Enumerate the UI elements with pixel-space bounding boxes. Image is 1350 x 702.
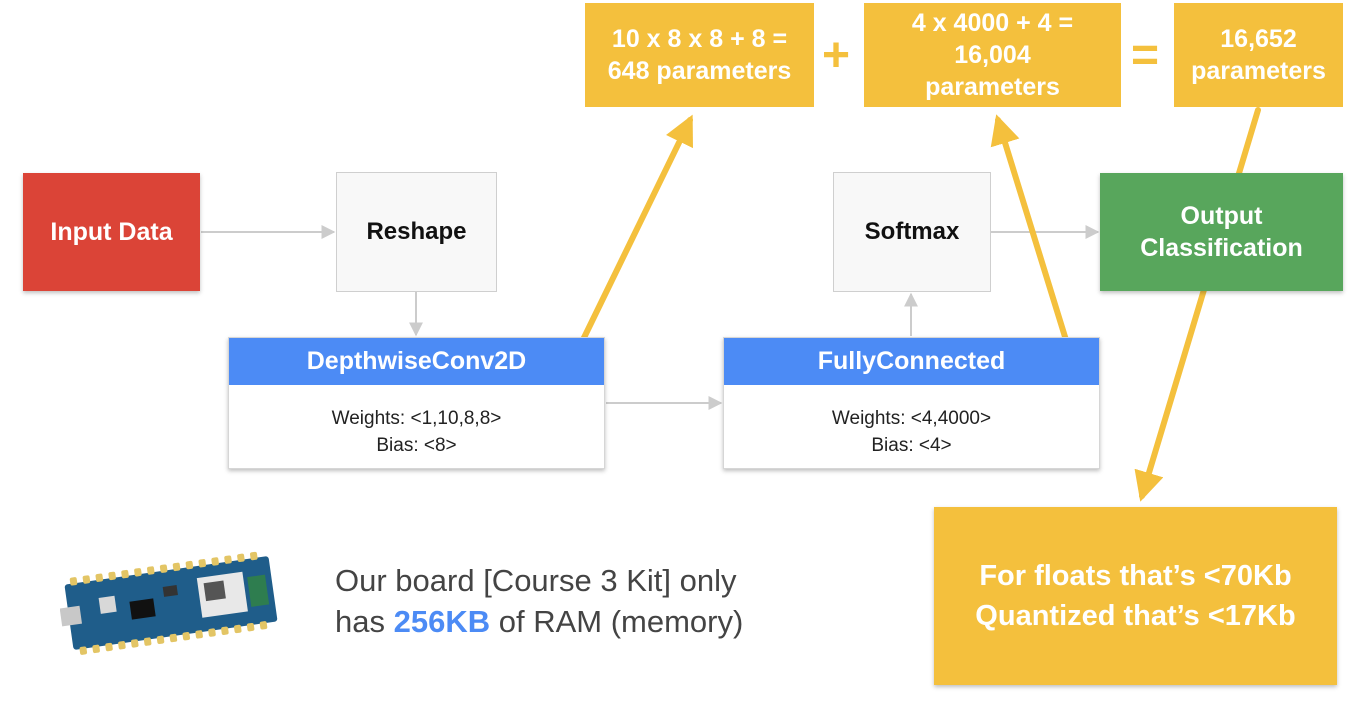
plus-sign: + bbox=[822, 29, 851, 82]
conv-params-line2: 648 parameters bbox=[607, 57, 792, 85]
fully-layer-title: FullyConnected bbox=[724, 338, 1099, 385]
total-params-line1: 16,652 bbox=[1220, 25, 1297, 53]
ram-note-rest: of RAM (memory) bbox=[490, 604, 744, 639]
fc-params-line3: parameters bbox=[925, 73, 1060, 101]
fully-connected-layer: FullyConnected Weights: <4,4000> Bias: <… bbox=[723, 337, 1100, 469]
output-line2: Classification bbox=[1140, 234, 1303, 262]
total-params-box: 16,652 parameters bbox=[1174, 3, 1343, 107]
depthwise-layer-title: DepthwiseConv2D bbox=[229, 338, 604, 385]
ram-note-line2: has 256KB of RAM (memory) bbox=[335, 601, 743, 642]
arduino-board-image bbox=[60, 551, 278, 655]
conv-params-box: 10 x 8 x 8 + 8 = 648 parameters bbox=[585, 3, 814, 107]
output-line1: Output bbox=[1180, 202, 1263, 230]
memory-quantized: Quantized that’s <17Kb bbox=[975, 600, 1296, 632]
depthwise-bias: Bias: <8> bbox=[376, 435, 457, 456]
yellow-arrow-fc-params bbox=[990, 114, 1069, 343]
fc-params-line1: 4 x 4000 + 4 = bbox=[911, 9, 1074, 37]
ram-note-line1: Our board [Course 3 Kit] only bbox=[335, 563, 737, 598]
memory-estimate-box: For floats that’s <70Kb Quantized that’s… bbox=[934, 507, 1337, 685]
ram-note-has: has bbox=[335, 604, 394, 639]
depthwise-weights: Weights: <1,10,8,8> bbox=[331, 408, 502, 429]
conv-params-line1: 10 x 8 x 8 + 8 = bbox=[611, 25, 788, 53]
reshape-node: Reshape bbox=[336, 172, 497, 292]
memory-floats: For floats that’s <70Kb bbox=[979, 560, 1292, 592]
total-params-line2: parameters bbox=[1191, 57, 1326, 85]
input-data-node: Input Data bbox=[23, 173, 200, 291]
fc-params-box: 4 x 4000 + 4 = 16,004 parameters bbox=[864, 3, 1121, 107]
fc-params-line2: 16,004 bbox=[954, 41, 1031, 69]
yellow-arrow-conv-params bbox=[575, 114, 693, 353]
ram-note: Our board [Course 3 Kit] only has 256KB … bbox=[335, 560, 743, 642]
equals-sign: = bbox=[1131, 29, 1160, 82]
ram-size-highlight: 256KB bbox=[393, 604, 491, 639]
output-classification-node: Output Classification bbox=[1100, 173, 1343, 291]
fully-weights: Weights: <4,4000> bbox=[831, 408, 992, 429]
yellow-arrow-total-memory bbox=[1134, 107, 1261, 502]
fully-bias: Bias: <4> bbox=[871, 435, 952, 456]
softmax-node: Softmax bbox=[833, 172, 991, 292]
depthwise-conv2d-layer: DepthwiseConv2D Weights: <1,10,8,8> Bias… bbox=[228, 337, 605, 469]
